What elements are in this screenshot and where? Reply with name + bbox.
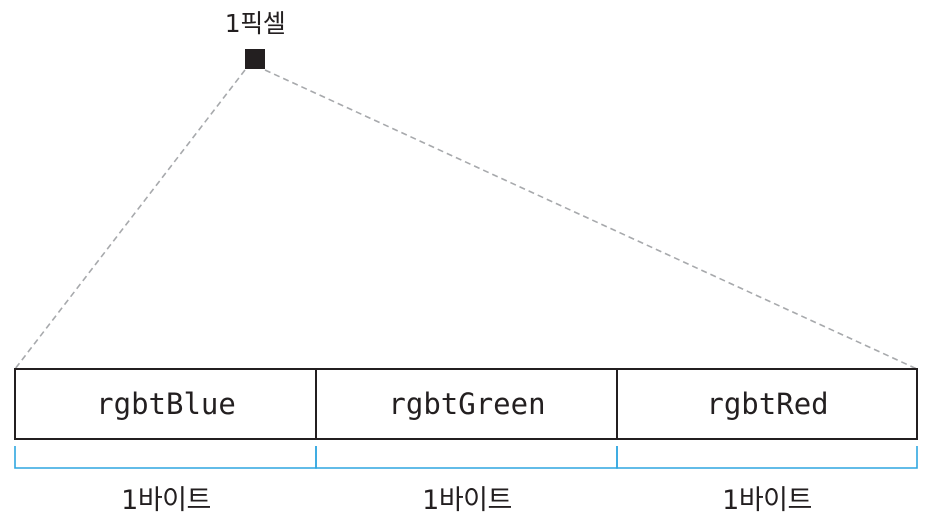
pixel-square <box>245 49 265 69</box>
byte-label-red: 1바이트 <box>722 485 812 516</box>
struct-box <box>14 368 918 440</box>
field-rgbt-green: rgbtGreen <box>388 387 546 421</box>
field-rgbt-blue: rgbtBlue <box>96 387 236 421</box>
projection-line-right <box>264 69 918 370</box>
field-rgbt-red: rgbtRed <box>706 387 829 421</box>
byte-bracket-2 <box>315 446 618 469</box>
byte-bracket-3 <box>616 446 918 469</box>
byte-label-green: 1바이트 <box>422 485 512 516</box>
byte-label-blue: 1바이트 <box>121 485 211 516</box>
projection-line-left <box>14 69 246 370</box>
byte-bracket-1 <box>14 446 317 469</box>
pixel-label: 1픽셀 <box>224 9 286 38</box>
